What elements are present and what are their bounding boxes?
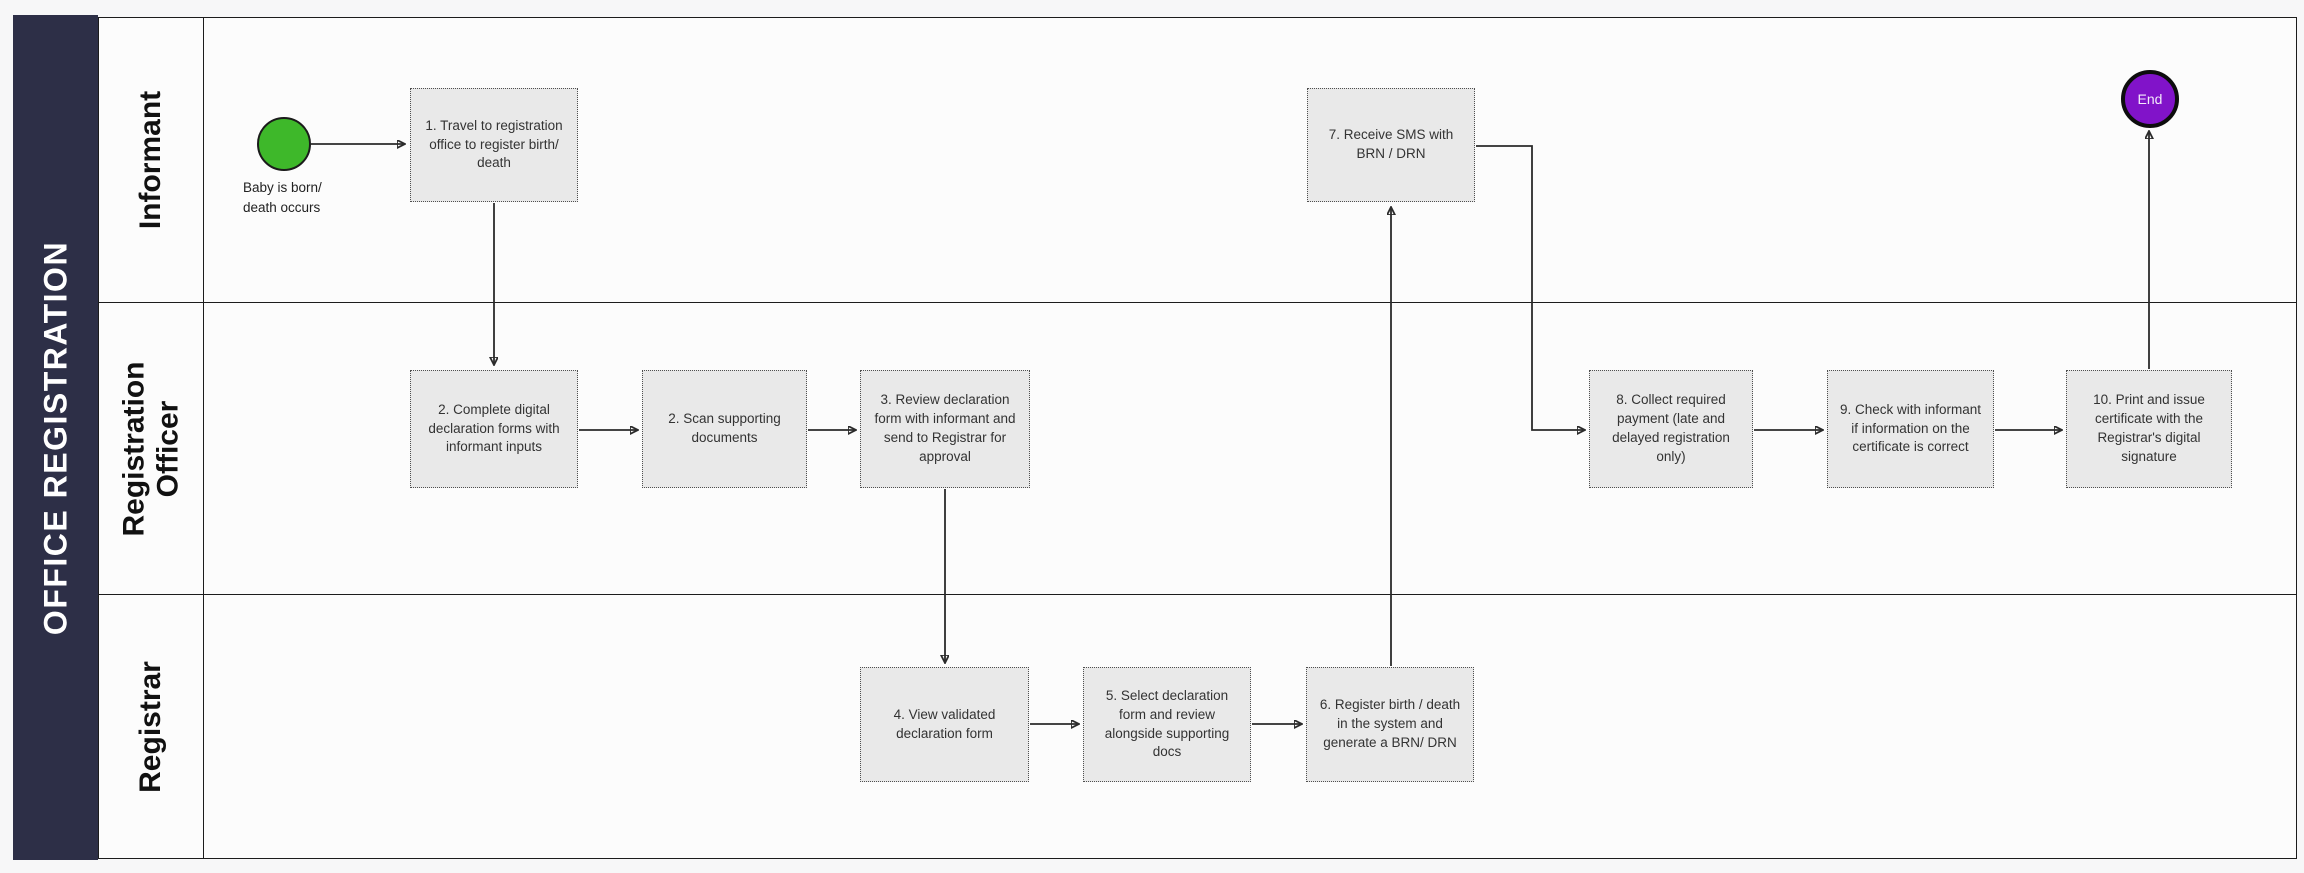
start-event[interactable] — [257, 117, 311, 171]
task-8-text: 8. Collect required payment (late and de… — [1612, 392, 1730, 464]
pool-title-bar: OFFICE REGISTRATION — [13, 15, 98, 860]
task-8-collect-payment[interactable]: 8. Collect required payment (late and de… — [1589, 370, 1753, 488]
task-1-travel-to-office[interactable]: 1. Travel to registration office to regi… — [410, 88, 578, 202]
task-9-check-with-informant[interactable]: 9. Check with informant if information o… — [1827, 370, 1994, 488]
task-9-text: 9. Check with informant if information o… — [1839, 401, 1982, 455]
task-6-register-birth-death[interactable]: 6. Register birth / death in the system … — [1306, 667, 1474, 782]
end-event[interactable]: End — [2121, 70, 2179, 128]
task-4-view-validated-form[interactable]: 4. View validated declaration form — [860, 667, 1029, 782]
lane-registrar-label-cell: Registrar — [99, 595, 204, 858]
task-5-select-declaration-form[interactable]: 5. Select declaration form and review al… — [1083, 667, 1251, 782]
task-2b-text: 2. Scan supporting documents — [668, 411, 781, 445]
start-event-label: Baby is born/ death occurs — [243, 180, 322, 215]
task-3-review-declaration-form[interactable]: 3. Review declaration form with informan… — [860, 370, 1030, 488]
lane-registration-officer-label-cell: Registration Officer — [99, 303, 204, 594]
task-1-text: 1. Travel to registration office to regi… — [425, 117, 563, 171]
task-7-text: 7. Receive SMS with BRN / DRN — [1328, 127, 1454, 161]
task-7-receive-sms[interactable]: 7. Receive SMS with BRN / DRN — [1307, 88, 1475, 202]
task-2-text: 2. Complete digital declaration forms wi… — [428, 401, 560, 455]
task-10-print-certificate[interactable]: 10. Print and issue certificate with the… — [2066, 370, 2232, 488]
connector-task7-to-task8 — [1476, 145, 1584, 430]
task-5-text: 5. Select declaration form and review al… — [1104, 687, 1230, 760]
lane-informant-label-cell: Informant — [99, 18, 204, 302]
task-2b-scan-documents[interactable]: 2. Scan supporting documents — [642, 370, 807, 488]
task-10-text: 10. Print and issue certificate with the… — [2093, 392, 2205, 464]
end-event-label: End — [2137, 91, 2163, 107]
task-2-complete-declaration-forms[interactable]: 2. Complete digital declaration forms wi… — [410, 370, 578, 488]
task-6-text: 6. Register birth / death in the system … — [1319, 697, 1461, 750]
task-3-text: 3. Review declaration form with informan… — [874, 392, 1016, 464]
task-4-text: 4. View validated declaration form — [893, 706, 996, 741]
